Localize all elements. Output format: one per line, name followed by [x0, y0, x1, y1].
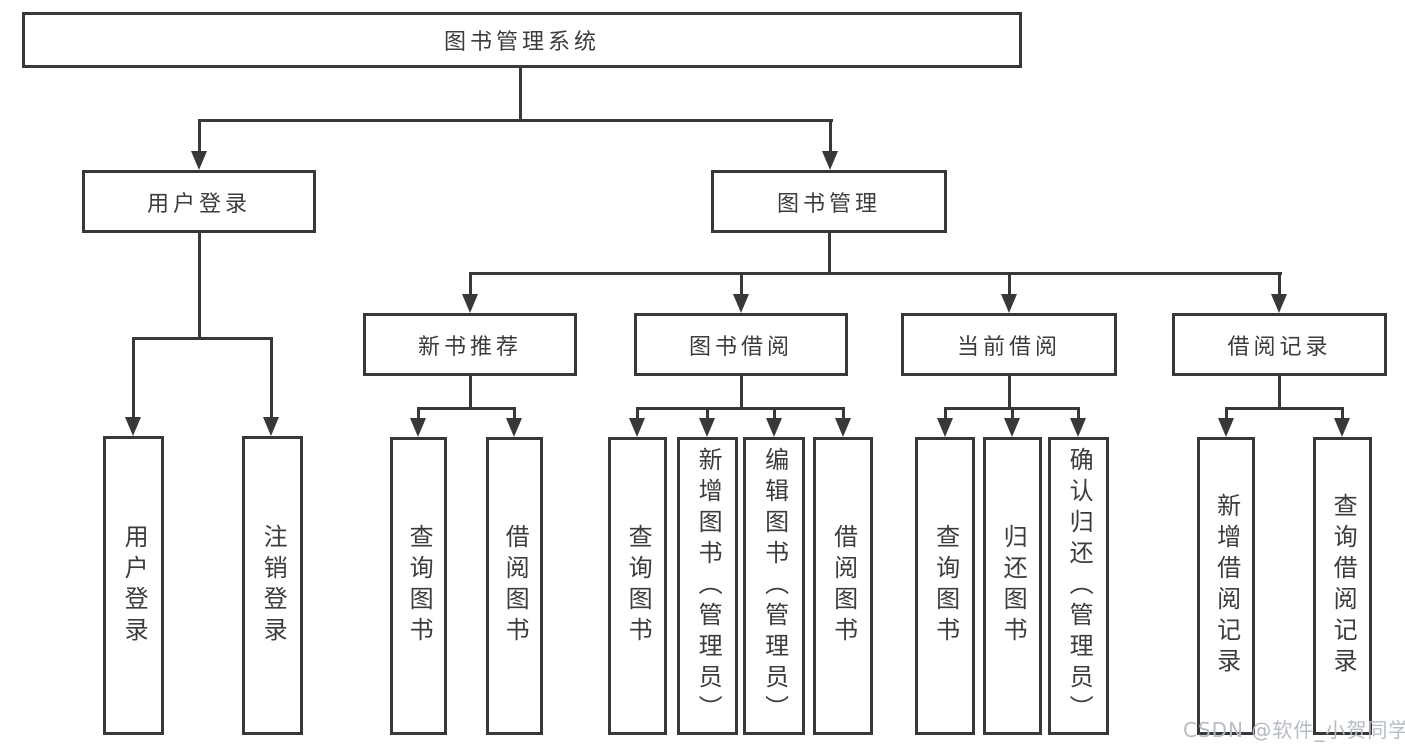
arrow-down-icon [125, 417, 141, 436]
leaf-edit-books-admin: 编辑图书（管理员） [743, 437, 805, 735]
connector-line [740, 376, 743, 410]
connector-line [773, 407, 776, 419]
arrow-down-icon [1070, 418, 1086, 437]
leaf-label: 新增借阅记录 [1212, 493, 1241, 679]
connector-line [469, 272, 1282, 275]
connector-line [1008, 376, 1011, 410]
node-new-book-recommend: 新书推荐 [363, 313, 577, 376]
leaf-query-books: 查询图书 [608, 437, 667, 735]
connector-line [1225, 407, 1343, 410]
node-user-login: 用户登录 [82, 170, 316, 233]
connector-line [829, 119, 832, 152]
leaf-query-books: 查询图书 [390, 437, 447, 735]
leaf-label: 查询借阅记录 [1329, 493, 1358, 679]
leaf-logout: 注销登录 [242, 436, 303, 735]
connector-line [1225, 407, 1228, 419]
leaf-label: 归还图书 [999, 524, 1028, 648]
leaf-return-books: 归还图书 [983, 437, 1042, 735]
node-library-system: 图书管理系统 [22, 12, 1022, 68]
connector-line [198, 233, 201, 340]
connector-line [706, 407, 709, 419]
connector-line [469, 376, 472, 410]
leaf-add-borrow-record: 新增借阅记录 [1197, 437, 1255, 735]
arrow-down-icon [462, 294, 478, 313]
leaf-query-books: 查询图书 [915, 437, 975, 735]
connector-line [132, 337, 135, 418]
node-borrowing-records: 借阅记录 [1172, 313, 1387, 376]
connector-line [1008, 272, 1011, 297]
leaf-borrow-books: 借阅图书 [813, 437, 873, 735]
connector-line [417, 407, 420, 419]
arrow-down-icon [835, 418, 851, 437]
arrow-down-icon [1218, 418, 1234, 437]
leaf-label: 查询图书 [624, 524, 653, 648]
arrow-down-icon [937, 418, 953, 437]
arrow-down-icon [263, 417, 279, 436]
arrow-down-icon [1004, 418, 1020, 437]
arrow-down-icon [410, 418, 426, 437]
connector-line [828, 233, 831, 275]
connector-line [198, 119, 833, 122]
connector-line [519, 68, 522, 122]
leaf-query-borrow-record: 查询借阅记录 [1313, 437, 1372, 735]
node-current-borrowing: 当前借阅 [901, 313, 1117, 376]
leaf-label: 查询图书 [405, 524, 434, 648]
connector-line [1011, 407, 1014, 419]
leaf-user-login: 用户登录 [103, 436, 164, 735]
leaf-label: 确认归还（管理员） [1065, 446, 1094, 726]
arrow-down-icon [1001, 294, 1017, 313]
connector-line [1278, 272, 1281, 297]
leaf-label: 用户登录 [120, 523, 149, 648]
connector-line [1278, 376, 1281, 410]
connector-line [636, 407, 844, 410]
arrow-down-icon [733, 294, 749, 313]
connector-line [1077, 407, 1080, 419]
connector-line [513, 407, 516, 419]
leaf-label: 借阅图书 [829, 524, 858, 648]
arrow-down-icon [1271, 294, 1287, 313]
connector-line [270, 337, 273, 418]
arrow-down-icon [1334, 418, 1350, 437]
node-book-borrowing: 图书借阅 [634, 313, 848, 376]
watermark: CSDN @软件_小贺同学 [1183, 718, 1405, 742]
leaf-confirm-return-admin: 确认归还（管理员） [1048, 437, 1109, 735]
connector-line [417, 407, 516, 410]
arrow-down-icon [699, 418, 715, 437]
leaf-label: 查询图书 [931, 524, 960, 648]
connector-line [132, 337, 273, 340]
connector-line [469, 272, 472, 297]
connector-line [740, 272, 743, 297]
connector-line [944, 407, 947, 419]
arrow-down-icon [822, 151, 838, 170]
leaf-label: 新增图书（管理员） [694, 446, 723, 726]
node-book-management: 图书管理 [711, 170, 947, 233]
leaf-add-books-admin: 新增图书（管理员） [677, 437, 738, 735]
leaf-label: 注销登录 [259, 523, 288, 648]
leaf-label: 编辑图书（管理员） [760, 446, 789, 726]
connector-line [636, 407, 639, 419]
arrow-down-icon [629, 418, 645, 437]
leaf-label: 借阅图书 [501, 524, 530, 648]
connector-line [842, 407, 845, 419]
connector-line [198, 119, 201, 152]
leaf-borrow-books: 借阅图书 [486, 437, 543, 735]
arrow-down-icon [766, 418, 782, 437]
arrow-down-icon [191, 151, 207, 170]
connector-line [1341, 407, 1344, 419]
arrow-down-icon [506, 418, 522, 437]
